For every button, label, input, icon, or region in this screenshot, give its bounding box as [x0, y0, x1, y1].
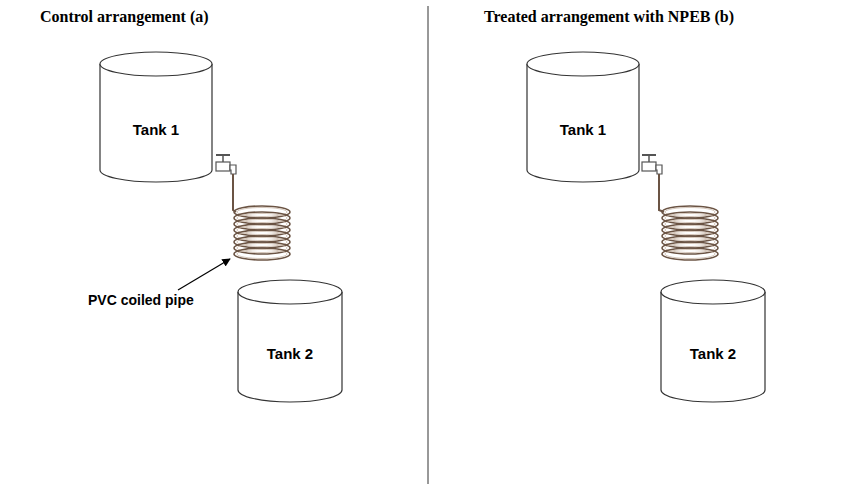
pipe — [233, 174, 236, 212]
leader-arrow — [178, 259, 230, 290]
divider-line — [428, 6, 429, 484]
pipe — [659, 174, 664, 212]
coil-winding — [665, 250, 715, 259]
tap-stem — [222, 156, 224, 162]
tap-handle — [642, 154, 656, 156]
cylinder-outline — [100, 52, 212, 182]
tap-body — [216, 162, 230, 171]
part-label: PVC coiled pipe — [88, 292, 194, 308]
cylinder-body — [661, 292, 765, 402]
cylinder-outline — [527, 52, 639, 182]
tap-and-coil — [216, 155, 290, 260]
panel-heading: Treated arrangement with NPEB (b) — [484, 8, 734, 26]
cylinder-top — [661, 280, 765, 304]
cylinder-top — [527, 52, 639, 76]
coil-winding — [234, 248, 290, 260]
cylinder-body — [100, 64, 212, 182]
tap-spout — [656, 165, 662, 174]
tank-label: Tank 2 — [690, 345, 736, 362]
cylinder-outline — [661, 280, 765, 402]
tank-label: Tank 2 — [267, 345, 313, 362]
tank-cylinder: Tank 1 — [100, 52, 212, 182]
tap-handle — [216, 154, 230, 156]
cylinder-body — [527, 64, 639, 182]
tap-and-coil — [642, 155, 718, 260]
tap-body — [642, 162, 656, 171]
cylinder-top — [100, 52, 212, 76]
cylinder-body — [238, 292, 342, 402]
coil-winding — [662, 248, 718, 260]
cylinder-outline — [238, 280, 342, 402]
coil-winding — [237, 250, 287, 259]
tank-label: Tank 1 — [133, 121, 179, 138]
cylinder-top — [238, 280, 342, 304]
tank-label: Tank 1 — [560, 121, 606, 138]
tap-spout — [230, 165, 236, 174]
panel-heading: Control arrangement (a) — [40, 8, 209, 26]
tank-cylinder: Tank 1 — [527, 52, 639, 182]
tank-cylinder: Tank 2 — [661, 280, 765, 402]
tap-stem — [648, 156, 650, 162]
tank-cylinder: Tank 2 — [238, 280, 342, 402]
